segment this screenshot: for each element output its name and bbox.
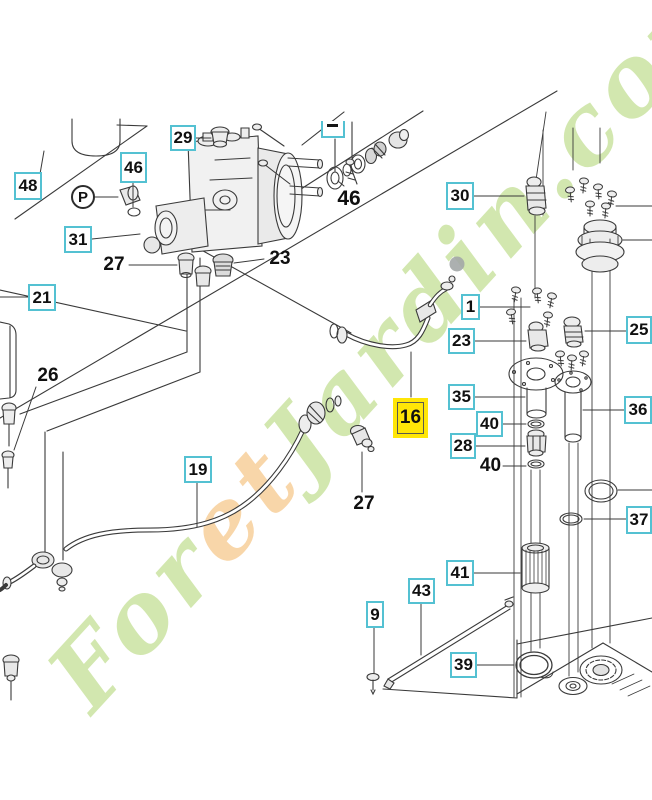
part-label-46: 46 [337, 186, 361, 210]
o-ring-39 [515, 651, 554, 679]
elbow-fitting-30 [525, 176, 547, 216]
hex-fitting-25 [563, 316, 584, 348]
part-label-41: 41 [446, 560, 474, 586]
filler-cap [564, 177, 625, 273]
hex-fitting-28 [526, 429, 547, 457]
part-label-19: 19 [184, 456, 212, 483]
part-label-37: 37 [626, 506, 652, 534]
pickup-flange-35 [508, 357, 564, 419]
watermark-foretjardin: ForetJardin.com [24, 0, 652, 734]
nipple-fitting-27 [349, 424, 375, 453]
part-label-23: 23 [448, 328, 475, 354]
bottom-left-fitting [2, 654, 20, 701]
canister-outline [71, 118, 148, 157]
part-label-27: 27 [103, 254, 125, 275]
o-ring-40-lower [527, 459, 545, 469]
part-label-48: 48 [14, 172, 42, 200]
hose-19 [0, 395, 342, 592]
part-label-39: 39 [450, 652, 477, 678]
filter-41 [521, 542, 550, 594]
part-label-25: 25 [626, 316, 652, 344]
part-label-29: 29 [170, 125, 196, 151]
leader-lines [0, 137, 652, 674]
part-label-43: 43 [408, 578, 435, 604]
part-label-1: 1 [461, 294, 480, 320]
pump-assembly [143, 123, 324, 255]
part-label-9: 9 [366, 601, 384, 628]
part-label-21: 21 [28, 284, 56, 311]
pump-port-fittings [177, 252, 234, 287]
part-label-31: 31 [64, 226, 92, 253]
reservoir-part [0, 321, 17, 447]
hose-16 [329, 275, 456, 350]
o-ring-40-upper [527, 419, 545, 429]
port-plug [119, 185, 141, 217]
part-label-16: 16 [393, 398, 428, 438]
part-label-partial [321, 121, 345, 138]
part-label-35: 35 [448, 384, 475, 410]
part-label-27: 27 [353, 493, 375, 514]
part-label-23: 23 [269, 248, 291, 269]
part-label-26: 26 [37, 365, 59, 386]
part-label-40: 40 [476, 411, 503, 437]
part-label-28: 28 [450, 433, 476, 459]
part-label-36: 36 [624, 396, 652, 424]
pickup-flange-36 [554, 349, 592, 443]
part-label-46: 46 [120, 152, 147, 183]
part-label-40: 40 [479, 455, 502, 476]
part-label-P: P [71, 185, 95, 209]
svg-text:ForetJardin.com: ForetJardin.com [24, 0, 652, 734]
cap-nut-29 [210, 126, 230, 148]
washer-stack-46 [326, 121, 410, 190]
bolt-9 [366, 672, 380, 696]
dipstick-rod-43 [383, 596, 514, 690]
o-ring-cap-tube [584, 479, 618, 503]
elbow-fitting-23 [527, 321, 549, 352]
o-ring-37 [559, 512, 583, 526]
watermark-i-dot [449, 256, 465, 272]
part-label-30: 30 [446, 182, 474, 210]
fuel-tank [382, 617, 652, 699]
clamp-fitting-26 [1, 450, 15, 489]
